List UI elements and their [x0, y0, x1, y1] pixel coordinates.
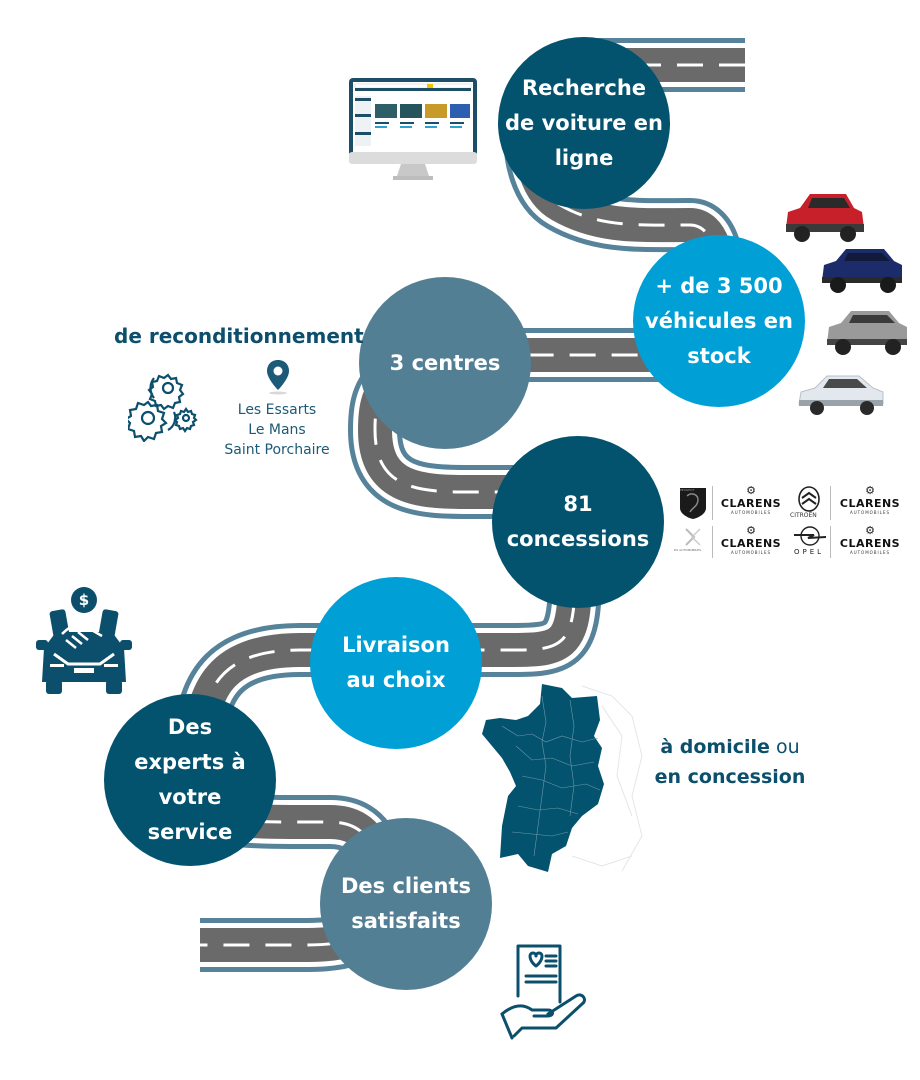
location-pin-icon	[267, 360, 289, 395]
delivery-dealership: en concession	[654, 766, 806, 788]
step-satisfied-clients: Des clients satisfaits	[320, 818, 492, 990]
clarens-logo: ⚙ CLARENS AUTOMOBILES	[834, 484, 906, 516]
location-saint-porchaire: Saint Porchaire	[224, 442, 330, 458]
clarens-logo: ⚙ CLARENS AUTOMOBILES	[834, 524, 906, 556]
step-vehicles-stock: + de 3 500 véhicules en stock	[633, 235, 805, 407]
step-text: experts à	[134, 750, 246, 774]
desktop-monitor-icon	[349, 78, 477, 180]
reconditioning-title: de reconditionnement	[114, 324, 364, 348]
clarens-name: CLARENS	[720, 497, 782, 510]
step-text: concessions	[506, 527, 650, 551]
location-le-mans: Le Mans	[248, 422, 306, 438]
divider	[712, 486, 713, 520]
opel-label: OPEL	[794, 548, 825, 556]
clarens-logo: ⚙ CLARENS AUTOMOBILES	[716, 524, 786, 556]
step-dealerships: 81 concessions	[492, 436, 664, 608]
clarens-sub: AUTOMOBILES	[730, 510, 772, 515]
gears-icon	[128, 373, 198, 442]
step-text: Des clients	[340, 874, 472, 898]
delivery-options: à domicile ou en concession	[650, 732, 810, 792]
clarens-sub: AUTOMOBILES	[849, 550, 891, 555]
step-three-centres: 3 centres	[359, 277, 531, 449]
step-text: véhicules en	[645, 308, 793, 333]
step-text: Recherche	[521, 75, 647, 100]
step-text: 3 centres	[389, 350, 501, 375]
car-photo-grey	[827, 311, 907, 355]
step-experts: Des experts à votre service	[104, 694, 276, 866]
svg-text:$: $	[79, 591, 89, 609]
car-handshake-dollar-icon: $	[36, 587, 132, 694]
step-text: de voiture en	[505, 110, 663, 135]
divider	[830, 486, 831, 520]
step-online-search: Recherche de voiture en ligne	[498, 37, 670, 209]
step-text: Livraison	[342, 633, 450, 657]
clarens-sub: AUTOMOBILES	[849, 510, 891, 515]
ds-logo-icon	[685, 528, 701, 546]
step-text: stock	[687, 343, 751, 368]
france-west-map-icon	[482, 684, 643, 872]
hand-document-heart-icon	[500, 944, 586, 1040]
step-text: Des	[167, 715, 213, 739]
car-photo-blue	[822, 249, 902, 293]
location-list: Les Essarts Le Mans Saint Porchaire	[214, 400, 340, 460]
clarens-sub: AUTOMOBILES	[730, 550, 772, 555]
car-photo-red	[786, 194, 864, 242]
divider	[830, 526, 831, 558]
clarens-name: CLARENS	[720, 537, 782, 550]
brand-logos-grid: ⚙ CLARENS AUTOMOBILES CITROËN ⚙ CLARENS …	[674, 484, 910, 564]
location-les-essarts: Les Essarts	[237, 402, 317, 418]
step-text: satisfaits	[351, 909, 461, 933]
step-text: au choix	[346, 668, 446, 692]
clarens-name: CLARENS	[839, 537, 901, 550]
step-text: + de 3 500	[655, 273, 783, 298]
step-text: ligne	[554, 145, 614, 170]
opel-logo-icon	[794, 526, 827, 546]
peugeot-logo-icon	[680, 488, 706, 519]
divider	[712, 526, 713, 558]
peugeot-label: PEUGEOT	[680, 488, 695, 492]
citroen-logo-icon	[798, 486, 820, 512]
ds-label: DS AUTOMOBILES	[674, 548, 701, 552]
step-delivery: Livraison au choix	[310, 577, 482, 749]
step-text: service	[147, 820, 233, 844]
citroen-label: CITROËN	[790, 512, 817, 519]
step-text: 81	[563, 492, 593, 516]
car-photo-white	[798, 375, 884, 415]
clarens-name: CLARENS	[839, 497, 901, 510]
clarens-logo: ⚙ CLARENS AUTOMOBILES	[716, 484, 786, 516]
delivery-or: ou	[775, 736, 800, 758]
step-text: votre	[158, 785, 222, 809]
delivery-home: à domicile	[660, 736, 770, 758]
